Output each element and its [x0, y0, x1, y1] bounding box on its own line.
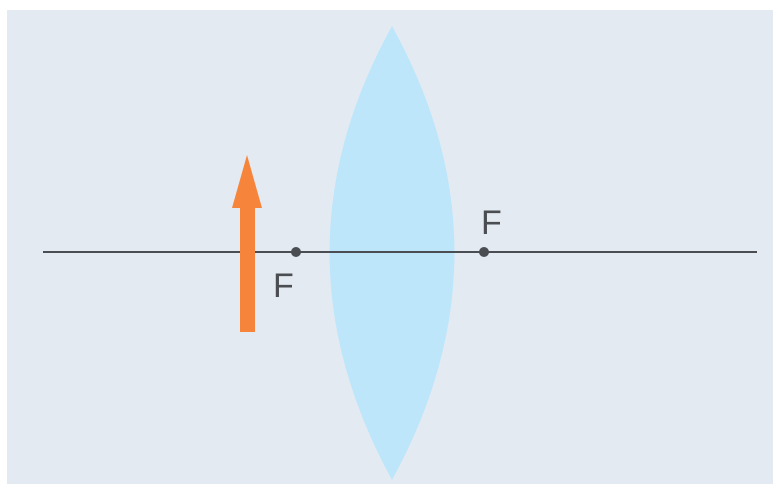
focal-label-left: F: [273, 267, 294, 305]
optics-diagram: F F: [7, 10, 773, 484]
diagram-svg: F F: [7, 10, 773, 484]
focal-point-right: [479, 247, 489, 257]
object-arrow-shaft: [240, 206, 255, 332]
object-arrow-head: [232, 155, 262, 208]
focal-point-left: [291, 247, 301, 257]
focal-label-right: F: [481, 204, 502, 242]
